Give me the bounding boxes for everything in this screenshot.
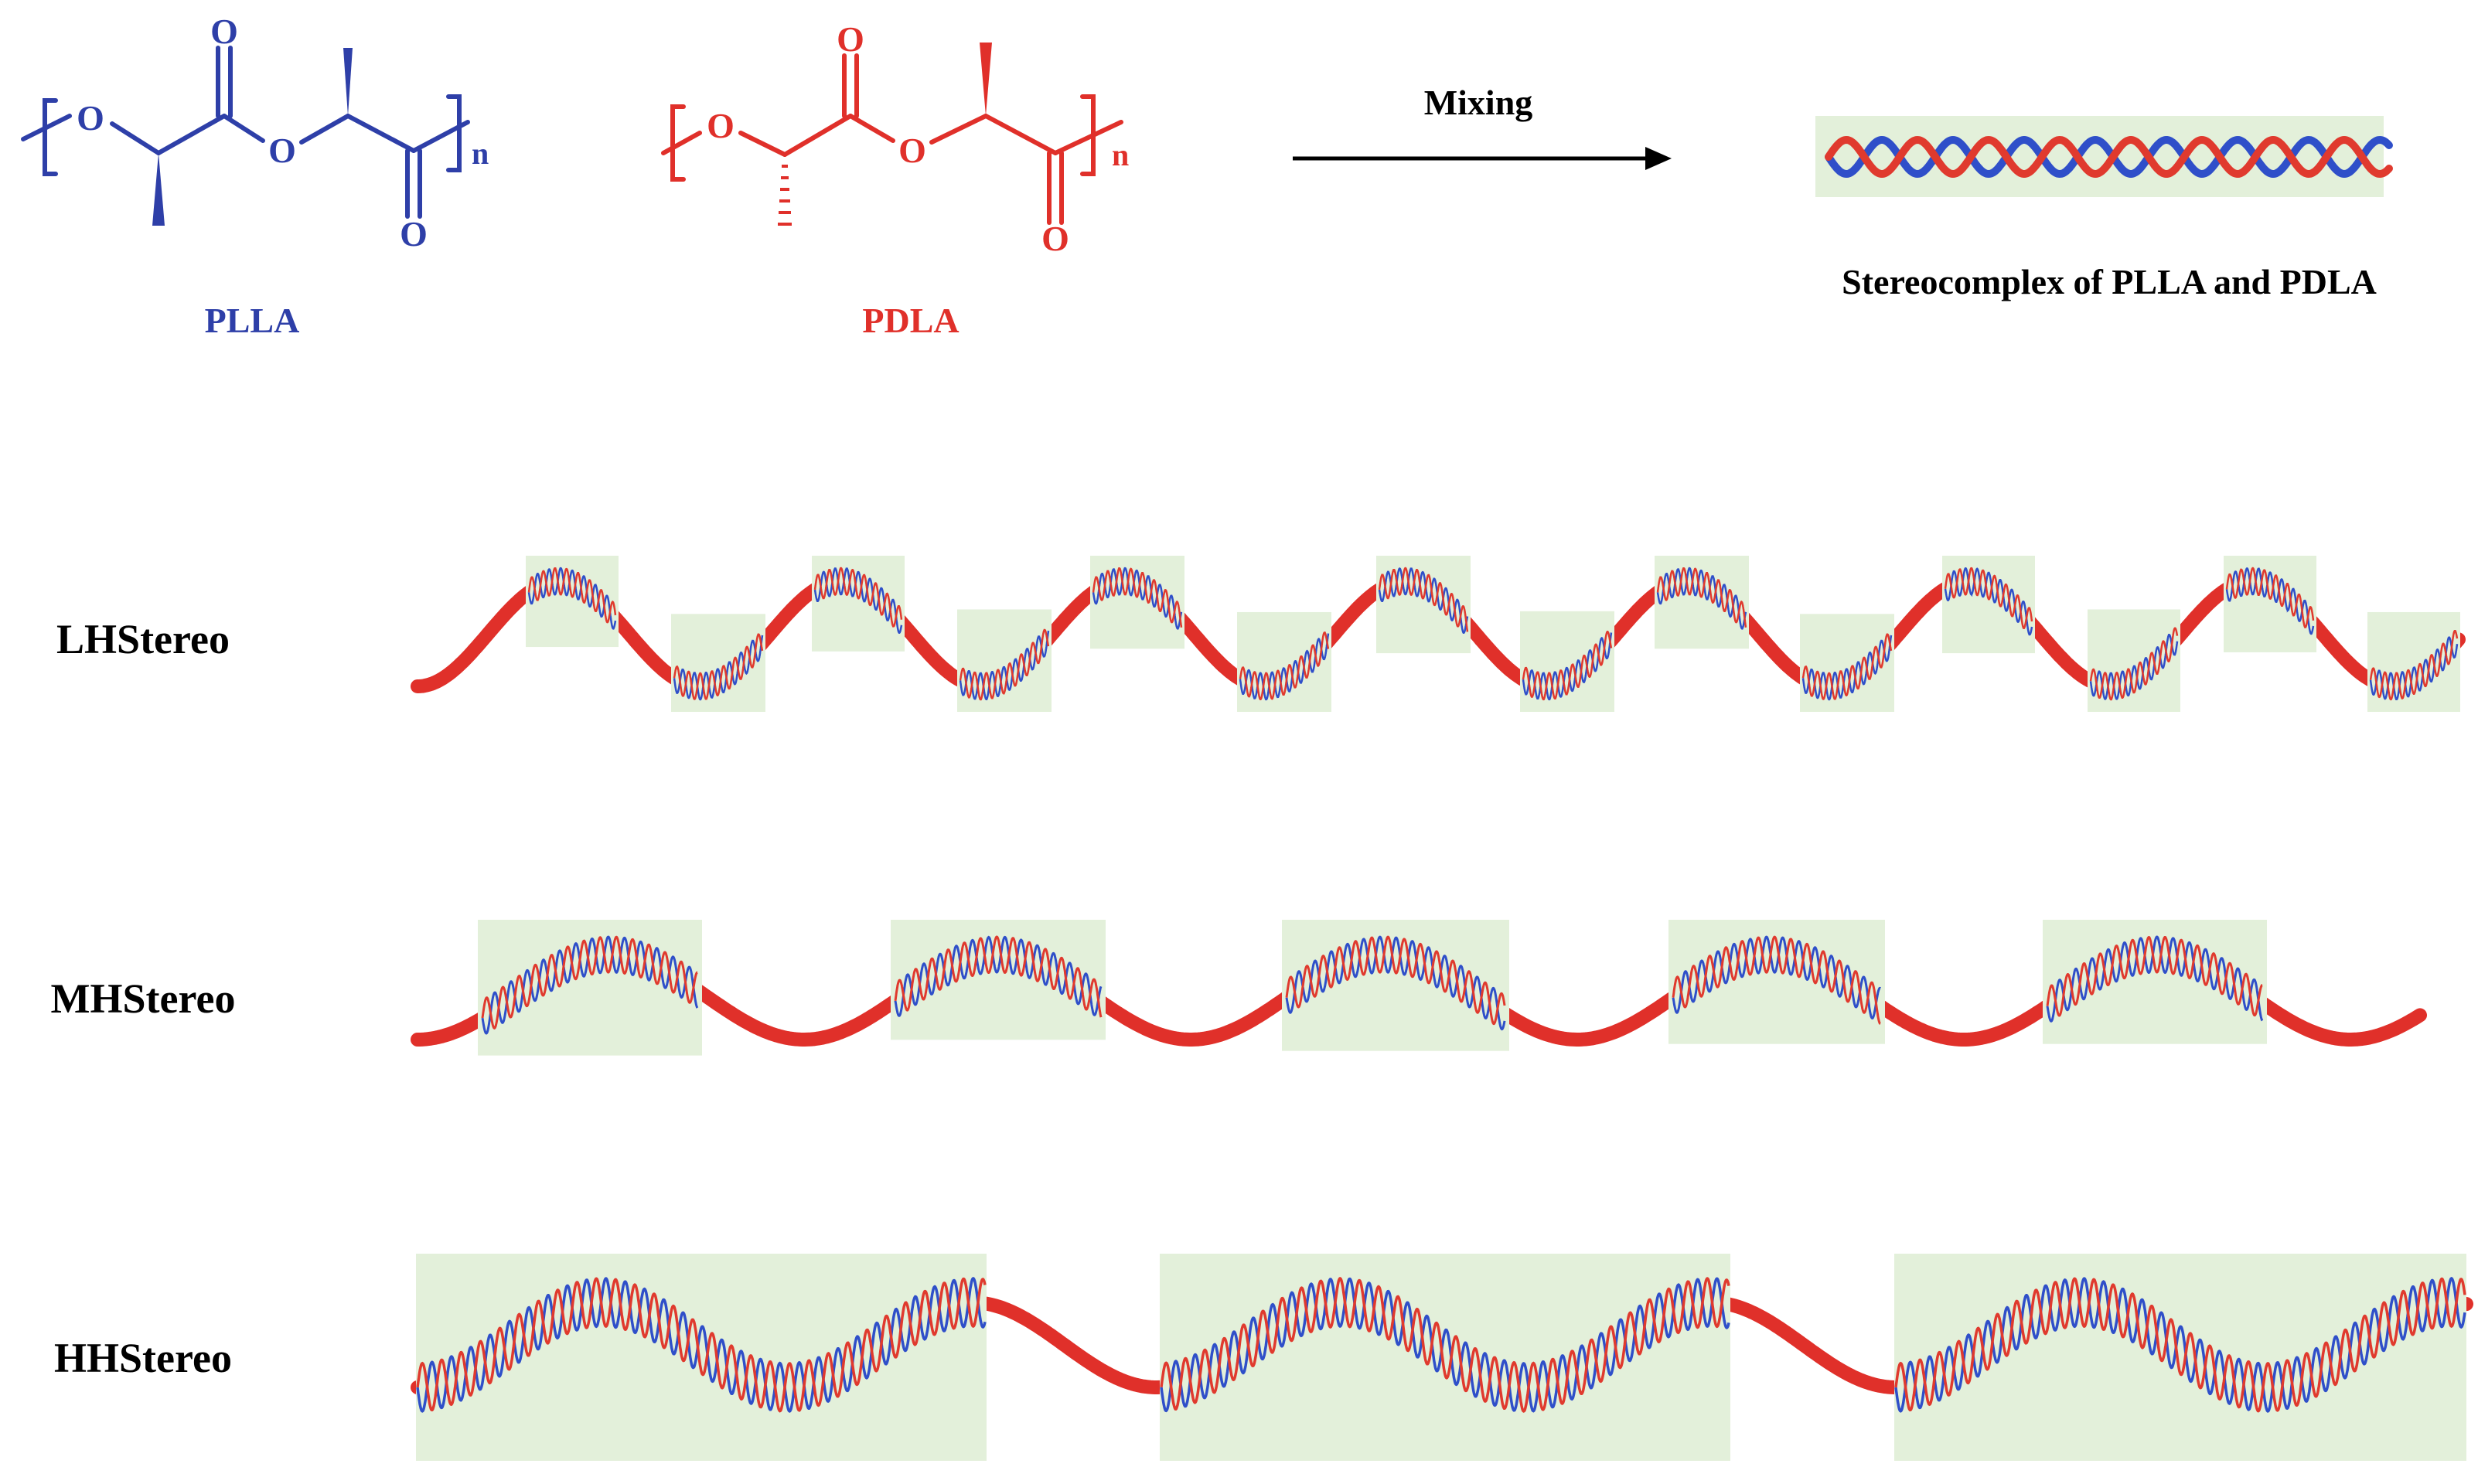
helix-strand-plla: [1825, 135, 2393, 179]
helix-strand-plla: [527, 567, 617, 630]
helix-strand-plla: [1160, 1277, 1730, 1413]
hhstereo-chain: [411, 1254, 2473, 1461]
plla-wedge-bonds: [152, 48, 353, 226]
pdla-subscript-n: n: [1112, 138, 1129, 172]
helix-strand-pdla: [1522, 631, 1613, 701]
helix-strand-plla: [1239, 633, 1330, 701]
helix-strand-plla: [2225, 567, 2315, 635]
helix-strand-plla: [673, 635, 764, 701]
helix-strand-pdla: [527, 567, 617, 624]
helix-strand-plla: [813, 567, 903, 634]
pdla-oxygen-1: O: [707, 106, 735, 145]
pdla-atoms: O O O O n: [707, 19, 1129, 258]
helix-strand-plla: [2089, 634, 2179, 700]
helix-strand-pdla: [1894, 1277, 2466, 1413]
mixing-arrowhead: [1645, 147, 1672, 170]
pdla-label: PDLA: [862, 301, 959, 340]
stereocomplex-label: Stereocomplex of PLLA and PDLA: [1842, 262, 2377, 301]
plla-atoms: O O O O n: [77, 12, 489, 254]
helix-strand-pdla: [416, 1277, 987, 1413]
stereocomplex-double-helix: [1825, 135, 2393, 179]
lhstereo-chain: [411, 556, 2466, 712]
helix-strand-plla: [416, 1277, 987, 1413]
helix-strand-pdla: [1825, 135, 2393, 179]
stereocomplex-region: [2367, 611, 2460, 712]
helix-strand-pdla: [2089, 627, 2179, 701]
helix-strand-plla: [1801, 635, 1893, 701]
plla-oxygen-4: O: [400, 214, 428, 254]
mhstereo-chain: [411, 920, 2427, 1056]
helix-strand-plla: [1944, 567, 2033, 636]
helix-strand-plla: [1894, 1277, 2466, 1413]
helix-strand-pdla: [1944, 567, 2033, 629]
helix-strand-plla: [1285, 935, 1506, 1031]
stereocomplex-region: [2088, 609, 2180, 712]
helix-strand-pdla: [1656, 567, 1747, 628]
mixing-label: Mixing: [1424, 83, 1533, 122]
plla-label: PLLA: [205, 301, 300, 340]
helix-strand-pdla: [1672, 935, 1881, 1025]
stereocomplex-region: [1160, 1254, 1730, 1461]
stereocomplex-region: [416, 1254, 987, 1461]
pdla-oxygen-4: O: [1041, 219, 1069, 258]
pdla-oxygen-3: O: [898, 131, 926, 170]
helix-strand-pdla: [1160, 1277, 1730, 1413]
pdla-hash-bonds: [778, 165, 792, 226]
helix-strand-pdla: [673, 633, 764, 700]
pdla-structure: [661, 53, 1123, 225]
helix-strand-pdla: [813, 567, 903, 628]
plla-oxygen-1: O: [77, 98, 104, 138]
helix-strand-plla: [1378, 567, 1469, 634]
helix-strand-pdla: [2046, 936, 2263, 1017]
helix-strand-pdla: [2225, 567, 2315, 628]
pdla-wedge-bonds: [980, 43, 992, 116]
row-label-lhstereo: LHStereo: [56, 616, 230, 662]
helix-strand-pdla: [1092, 567, 1183, 628]
helix-strand-plla: [1656, 567, 1747, 630]
helix-strand-pdla: [1801, 633, 1893, 700]
helix-strand-pdla: [1239, 631, 1330, 701]
helix-strand-pdla: [2369, 629, 2459, 701]
helix-strand-plla: [1522, 632, 1613, 701]
helix-strand-plla: [894, 935, 1103, 1017]
helix-strand-pdla: [481, 935, 698, 1030]
plla-oxygen-3: O: [268, 131, 296, 170]
plla-subscript-n: n: [472, 136, 489, 171]
helix-strand-pdla: [894, 935, 1103, 1018]
plla-oxygen-2: O: [210, 12, 238, 51]
plla-structure: [21, 46, 470, 219]
stereocomplex-region: [1894, 1254, 2466, 1461]
helix-strand-plla: [959, 630, 1050, 700]
pdla-oxygen-2: O: [837, 19, 864, 59]
helix-strand-plla: [1092, 567, 1183, 630]
helix-strand-plla: [1672, 935, 1882, 1019]
row-label-hhstereo: HHStereo: [54, 1335, 232, 1381]
helix-strand-pdla: [959, 628, 1050, 701]
row-label-mhstereo: MHStereo: [51, 975, 236, 1022]
helix-strand-plla: [2369, 636, 2459, 701]
helix-strand-pdla: [1285, 935, 1506, 1026]
helix-strand-pdla: [1378, 567, 1469, 632]
